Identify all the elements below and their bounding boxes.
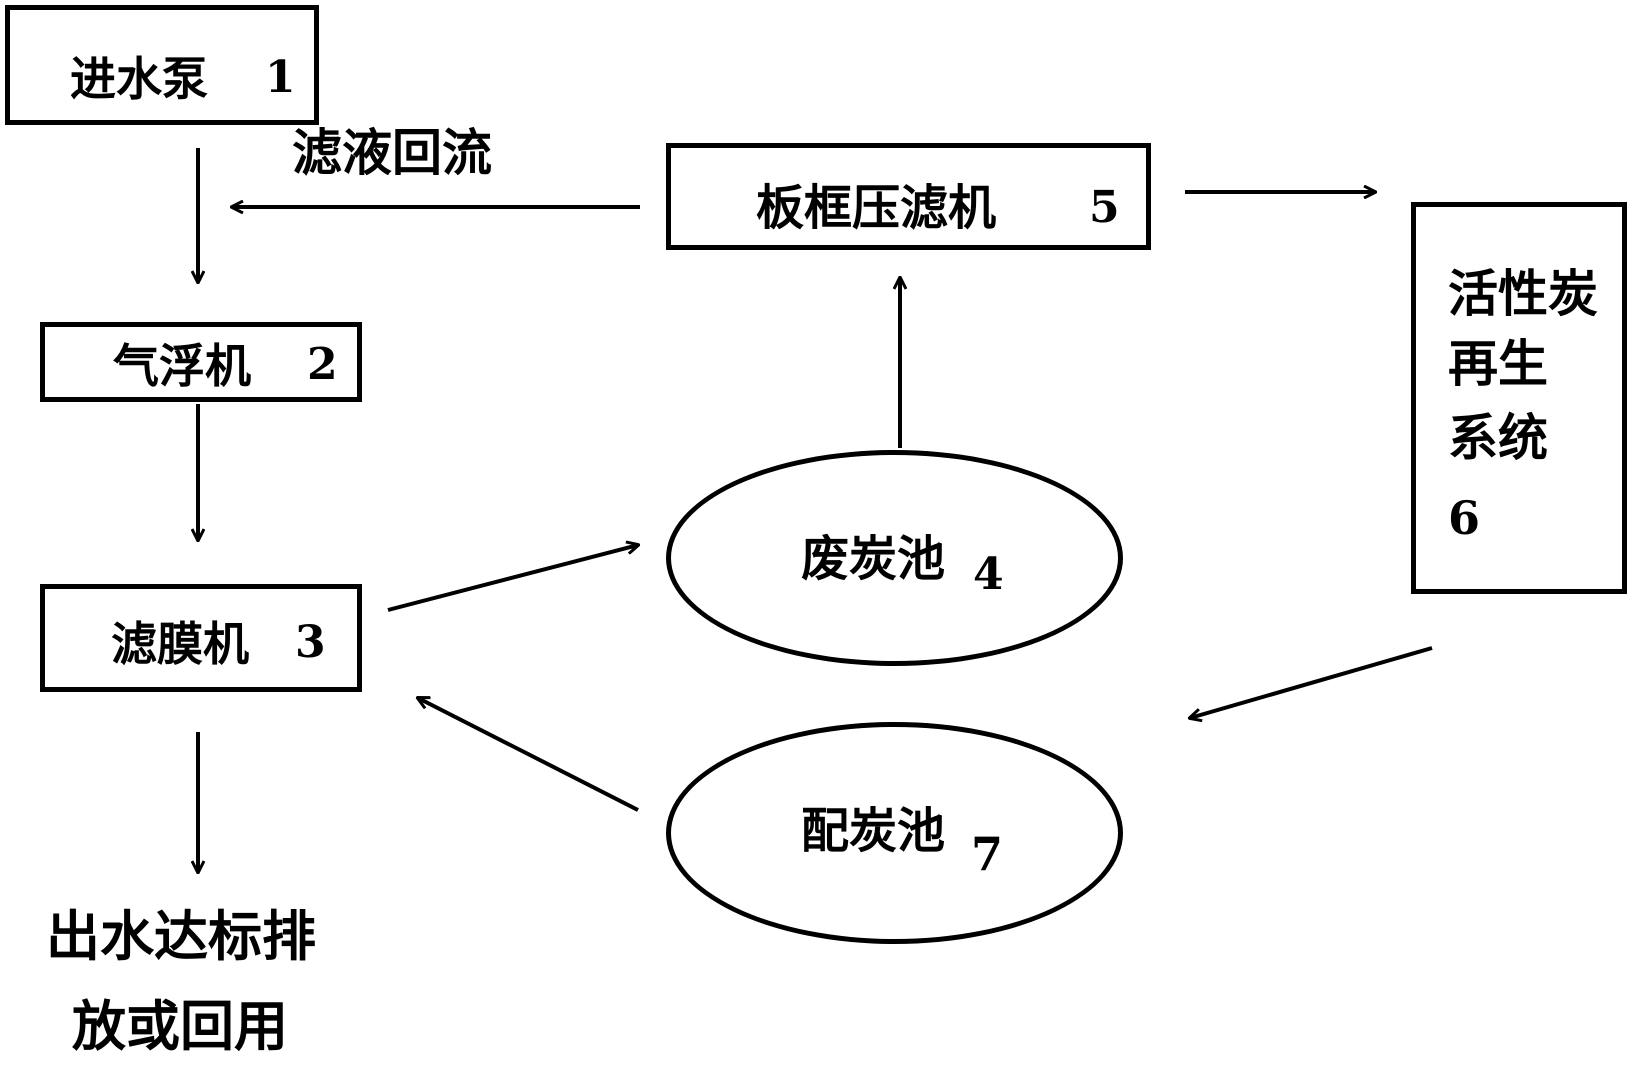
regen-number: 6 [1448,491,1481,545]
pump-label: 进水泵 [70,52,208,106]
flotation-box: 气浮机 2 [40,322,362,402]
outlet-label-line1: 出水达标排 [46,905,316,968]
mix-tank-number: 7 [971,827,1004,881]
filter-press-box: 板框压滤机 5 [666,143,1151,250]
mix-tank-label: 配炭池 [801,803,946,859]
carbon-mix-tank: 配炭池 7 [666,722,1123,944]
membrane-box: 滤膜机 3 [40,584,362,692]
membrane-number: 3 [295,617,326,668]
pump-box: 进水泵 1 [5,5,319,125]
flotation-label: 气浮机 [113,339,251,393]
waste-carbon-tank: 废炭池 4 [666,450,1123,666]
arrow-mix-tank-to-membrane [418,698,639,812]
regen-label-line1: 活性炭 [1448,265,1598,323]
outlet-label-line2: 放或回用 [72,995,288,1058]
filter-press-label: 板框压滤机 [756,180,997,236]
membrane-label: 滤膜机 [111,617,249,671]
waste-tank-number: 4 [973,549,1004,600]
pump-number: 1 [265,52,296,103]
regen-label-line3: 系统 [1448,409,1548,467]
regen-system-box: 活性炭 再生 系统 6 [1411,202,1627,594]
arrow-regen-to-mix-tank [1190,646,1433,718]
regen-label-line2: 再生 [1448,335,1548,393]
waste-tank-label: 废炭池 [801,531,946,587]
filtrate-return-label: 滤液回流 [292,124,492,182]
flotation-number: 2 [307,339,338,390]
filter-press-number: 5 [1089,182,1120,233]
arrow-membrane-to-waste-tank [387,545,638,612]
